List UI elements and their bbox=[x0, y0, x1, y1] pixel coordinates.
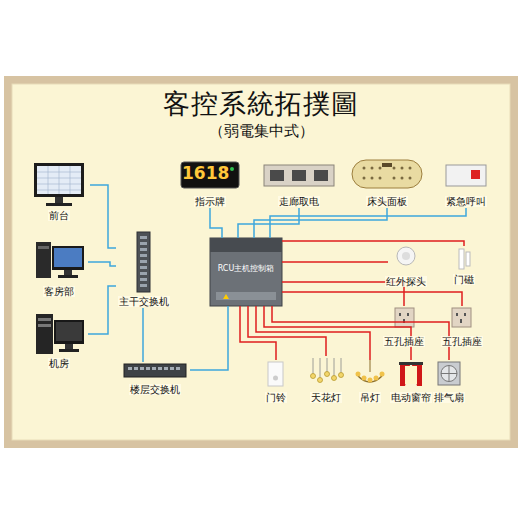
door-sign-icon bbox=[181, 162, 239, 188]
label-holder: 机房 bbox=[20, 358, 98, 370]
wire-connector bbox=[282, 241, 464, 246]
label-holder: 楼层交换机 bbox=[110, 384, 200, 396]
label-holder: 紧急呼叫 bbox=[432, 196, 500, 208]
server-icon bbox=[36, 314, 84, 354]
device-node: 五孔插座 bbox=[384, 306, 424, 348]
node-label: 指示牌 bbox=[194, 196, 226, 207]
fan-icon bbox=[438, 362, 460, 385]
sensor-icon bbox=[397, 247, 415, 265]
switch-icon bbox=[137, 232, 150, 292]
switch-node: 楼层交换机 bbox=[120, 362, 190, 396]
label-holder: 五孔插座 bbox=[430, 336, 494, 348]
ceiling-light-icon bbox=[311, 358, 344, 383]
device-node: 天花灯 bbox=[306, 356, 346, 404]
node-label: 紧急呼叫 bbox=[445, 196, 487, 207]
wire-connector bbox=[238, 208, 299, 238]
wire-connector bbox=[254, 208, 387, 238]
room-number: 1618 bbox=[182, 163, 226, 184]
label-holder: 床头面板 bbox=[340, 196, 434, 208]
device-node: 紧急呼叫 bbox=[442, 162, 490, 208]
label-holder: 主干交换机 bbox=[106, 296, 182, 308]
control-box-icon bbox=[210, 238, 282, 306]
pc-icon bbox=[36, 242, 84, 278]
device-node: 门磁 bbox=[450, 246, 478, 286]
label-holder: 指示牌 bbox=[170, 196, 250, 208]
curtain-icon bbox=[399, 362, 423, 386]
label-holder: 红外探头 bbox=[378, 276, 434, 288]
diagram-title: 客控系統拓撲圖 bbox=[0, 88, 522, 120]
node-label: 前台 bbox=[48, 210, 70, 221]
device-node: 五孔插座 bbox=[440, 306, 484, 348]
node-label: 主干交换机 bbox=[118, 296, 170, 307]
node-label: RCU主机控制箱 bbox=[218, 264, 275, 273]
node-label: 电动窗帘 bbox=[390, 392, 432, 403]
device-node: 电动窗帘 bbox=[390, 360, 432, 404]
node-label: 楼层交换机 bbox=[129, 384, 181, 395]
computer-node: 机房 bbox=[30, 312, 88, 370]
node-label: 床头面板 bbox=[366, 196, 408, 207]
wire-connector bbox=[88, 286, 116, 334]
wire-connector bbox=[264, 306, 411, 360]
node-label: 走廊取电 bbox=[278, 196, 320, 207]
node-label: 门铃 bbox=[265, 392, 287, 403]
label-holder: 客房部 bbox=[20, 286, 98, 298]
bedside-panel-icon bbox=[352, 160, 422, 188]
wire-connector bbox=[142, 308, 144, 362]
device-node: 排气扇 bbox=[434, 360, 464, 404]
node-label: 门磁 bbox=[453, 274, 475, 285]
computer-node: 前台 bbox=[28, 160, 90, 222]
wire-connector bbox=[210, 208, 222, 238]
switch-node: 主干交换机 bbox=[116, 230, 172, 308]
node-label: 客房部 bbox=[43, 286, 75, 297]
door-contact-icon bbox=[459, 249, 470, 269]
wire-connector bbox=[270, 208, 466, 238]
control-box-node: RCU主机控制箱 bbox=[210, 238, 282, 306]
label-holder: 天花灯 bbox=[296, 392, 356, 404]
wire-connector bbox=[248, 306, 326, 356]
monitor-icon bbox=[34, 163, 84, 206]
wire-connector bbox=[282, 261, 388, 263]
wire-connector bbox=[88, 262, 116, 266]
label-holder: 门磁 bbox=[440, 274, 488, 286]
doorbell-icon bbox=[268, 362, 283, 386]
card-switch-icon bbox=[264, 165, 334, 186]
chandelier-icon bbox=[356, 360, 385, 383]
node-label: 吊灯 bbox=[359, 392, 381, 403]
device-node: 床头面板 bbox=[350, 158, 424, 208]
device-node: 门铃 bbox=[262, 360, 290, 404]
label-holder: 走廊取电 bbox=[252, 196, 346, 208]
wire-connector bbox=[190, 306, 228, 370]
label-holder: 前台 bbox=[18, 210, 100, 222]
computer-node: 客房部 bbox=[30, 238, 88, 298]
label-holder: 门铃 bbox=[252, 392, 300, 404]
node-label: 五孔插座 bbox=[383, 336, 425, 347]
label-holder: 五孔插座 bbox=[374, 336, 434, 348]
label-holder: RCU主机控制箱 bbox=[210, 264, 282, 274]
label-holder: 排气扇 bbox=[424, 392, 474, 404]
call-button-icon bbox=[446, 165, 486, 186]
wire-connector bbox=[256, 306, 370, 360]
socket-icon bbox=[395, 308, 471, 327]
wire-connector bbox=[240, 306, 276, 360]
node-label: 天花灯 bbox=[310, 392, 342, 403]
device-node: 吊灯 bbox=[354, 360, 386, 404]
node-label: 机房 bbox=[48, 358, 70, 369]
device-node: 走廊取电 bbox=[262, 162, 336, 208]
wire-connector bbox=[272, 306, 449, 360]
switch-icon bbox=[124, 364, 186, 377]
device-node: 红外探头 bbox=[388, 246, 424, 288]
subtitle: （弱電集中式） bbox=[0, 122, 522, 141]
wire-connector bbox=[282, 292, 462, 306]
node-label: 排气扇 bbox=[433, 392, 465, 403]
node-label: 五孔插座 bbox=[441, 336, 483, 347]
label-holder: 吊灯 bbox=[344, 392, 396, 404]
wire-connector bbox=[90, 185, 116, 248]
node-label: 红外探头 bbox=[385, 276, 427, 287]
